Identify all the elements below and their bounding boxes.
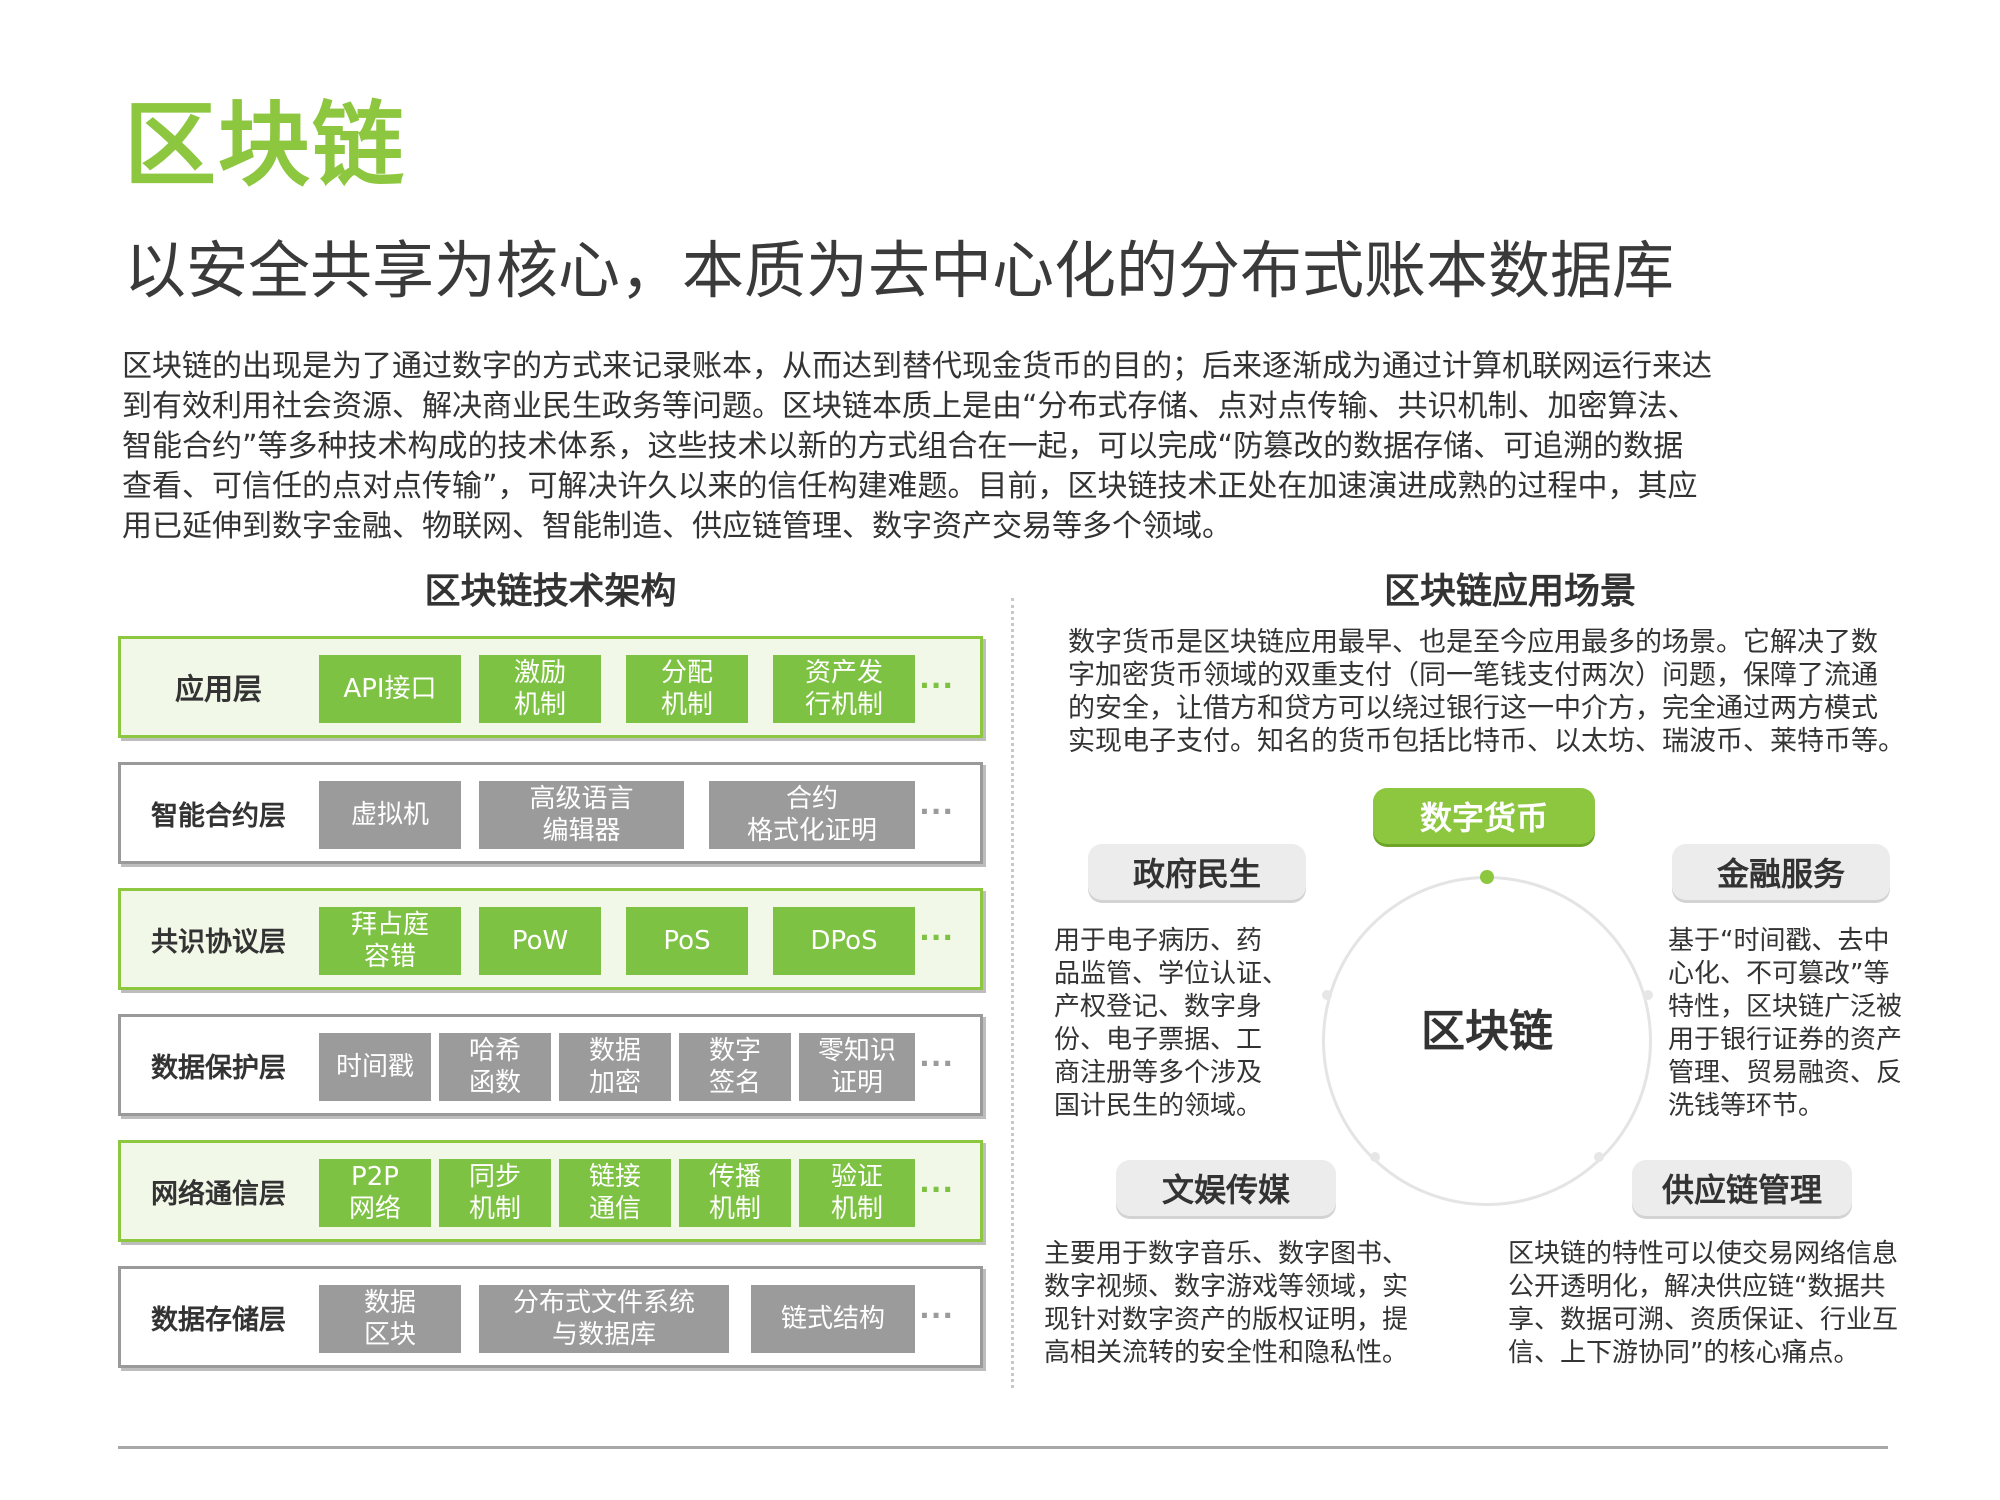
layer-name: 数据保护层 [151, 1052, 286, 1084]
column-divider [1011, 598, 1014, 1388]
desc-line: 高相关流转的安全性和隐私性。 [1044, 1338, 1409, 1368]
layer-item: 数据 加密 [559, 1033, 671, 1101]
layer-name: 数据存储层 [151, 1304, 286, 1336]
desc-line: 区块链的特性可以使交易网络信息 [1508, 1239, 1899, 1269]
center-label: 区块链 [1421, 1006, 1553, 1057]
desc-line: 用于电子病历、药 [1054, 926, 1263, 956]
layer-item: API接口 [319, 655, 461, 723]
intro-line: 查看、可信任的点对点传输”，可解决许久以来的信任构建难题。目前，区块链技术正处在… [122, 469, 1698, 504]
layer-item: 拜占庭 容错 [319, 907, 461, 975]
desc-line: 商注册等多个涉及 [1054, 1058, 1263, 1088]
scenarios-intro-line: 实现电子支付。知名的货币包括比特币、以太坊、瑞波币、莱特币等。 [1068, 726, 1905, 757]
ring-tick [1594, 1152, 1604, 1162]
layer-item: 验证 机制 [799, 1159, 915, 1227]
layer-item: 高级语言 编辑器 [479, 781, 684, 849]
more-ellipsis: ··· [919, 921, 954, 954]
layer-name: 应用层 [174, 672, 262, 706]
layer-item: 同步 机制 [439, 1159, 551, 1227]
desc-line: 享、数据可溯、资质保证、行业互 [1508, 1305, 1899, 1335]
layer-item: 零知识 证明 [799, 1033, 915, 1101]
layer-item: PoS [626, 907, 748, 975]
ring-tick [1370, 1152, 1380, 1162]
footer-rule [118, 1446, 1888, 1449]
intro-paragraph: 区块链的出现是为了通过数字的方式来记录账本，从而达到替代现金货币的目的；后来逐渐… [122, 347, 1902, 547]
architecture-title: 区块链技术架构 [424, 571, 677, 612]
layer-item: 传播 机制 [679, 1159, 791, 1227]
pill-media: 文娱传媒 [1116, 1160, 1336, 1216]
desc-line: 品监管、学位认证、 [1054, 959, 1289, 989]
desc-line: 信、上下游协同”的核心痛点。 [1508, 1338, 1860, 1368]
media-description: 主要用于数字音乐、数字图书、 数字视频、数字游戏等领域，实 现针对数字资产的版权… [1044, 1238, 1464, 1370]
layer-item: 链式结构 [751, 1285, 915, 1353]
layer-item: 激励 机制 [479, 655, 601, 723]
layer-consensus: 共识协议层 拜占庭 容错 PoW PoS DPoS ··· [118, 888, 983, 990]
layer-network: 网络通信层 P2P 网络 同步 机制 链接 通信 传播 机制 验证 机制 ··· [118, 1140, 983, 1242]
desc-line: 份、电子票据、工 [1054, 1025, 1263, 1055]
desc-line: 国计民生的领域。 [1054, 1091, 1263, 1121]
page-subtitle: 以安全共享为核心，本质为去中心化的分布式账本数据库 [124, 234, 1675, 307]
desc-line: 洗钱等环节。 [1668, 1091, 1825, 1121]
layer-item: 分配 机制 [626, 655, 748, 723]
ring-top-dot [1480, 870, 1494, 884]
layer-name: 共识协议层 [151, 926, 286, 958]
layer-item: 资产发 行机制 [773, 655, 915, 723]
layer-smart-contract: 智能合约层 虚拟机 高级语言 编辑器 合约 格式化证明 ··· [118, 762, 983, 864]
layer-data-protection: 数据保护层 时间戳 哈希 函数 数据 加密 数字 签名 零知识 证明 ··· [118, 1014, 983, 1116]
layer-item: 数字 签名 [679, 1033, 791, 1101]
finance-description: 基于“时间戳、去中 心化、不可篡改”等 特性，区块链广泛被 用于银行证券的资产 … [1668, 925, 1938, 1123]
scenarios-intro: 数字货币是区块链应用最早、也是至今应用最多的场景。它解决了数 字加密货币领域的双… [1068, 626, 1938, 758]
desc-line: 公开透明化，解决供应链“数据共 [1508, 1272, 1886, 1302]
scenarios-intro-line: 的安全，让借方和贷方可以绕过银行这一中介方，完全通过两方模式 [1068, 693, 1878, 724]
layer-application: 应用层 API接口 激励 机制 分配 机制 资产发 行机制 ··· [118, 636, 983, 738]
pill-supply-chain: 供应链管理 [1632, 1160, 1852, 1216]
layer-item: 虚拟机 [319, 781, 461, 849]
desc-line: 用于银行证券的资产 [1668, 1025, 1903, 1055]
layer-data-storage: 数据存储层 数据 区块 分布式文件系统 与数据库 链式结构 ··· [118, 1266, 983, 1368]
more-ellipsis: ··· [919, 1173, 954, 1206]
desc-line: 现针对数字资产的版权证明，提 [1044, 1305, 1409, 1335]
intro-line: 智能合约”等多种技术构成的技术体系，这些技术以新的方式组合在一起，可以完成“防篡… [122, 429, 1684, 464]
supply-chain-description: 区块链的特性可以使交易网络信息 公开透明化，解决供应链“数据共 享、数据可溯、资… [1508, 1238, 1938, 1370]
layer-item: 合约 格式化证明 [709, 781, 915, 849]
layer-item: 分布式文件系统 与数据库 [479, 1285, 729, 1353]
scenarios-intro-line: 数字货币是区块链应用最早、也是至今应用最多的场景。它解决了数 [1068, 627, 1878, 658]
scenarios-intro-line: 字加密货币领域的双重支付（同一笔钱支付两次）问题，保障了流通 [1068, 660, 1878, 691]
desc-line: 基于“时间戳、去中 [1668, 926, 1890, 956]
pill-digital-currency: 数字货币 [1373, 788, 1595, 844]
layer-item: 链接 通信 [559, 1159, 671, 1227]
intro-line: 区块链的出现是为了通过数字的方式来记录账本，从而达到替代现金货币的目的；后来逐渐… [122, 349, 1712, 384]
layer-item: 数据 区块 [319, 1285, 461, 1353]
more-ellipsis: ··· [919, 795, 954, 828]
ring-tick [1322, 990, 1332, 1000]
desc-line: 心化、不可篡改”等 [1668, 959, 1890, 989]
pill-finance: 金融服务 [1672, 844, 1890, 900]
desc-line: 管理、贸易融资、反 [1668, 1058, 1903, 1088]
layer-item: 时间戳 [319, 1033, 431, 1101]
layer-item: PoW [479, 907, 601, 975]
layer-item: DPoS [773, 907, 915, 975]
more-ellipsis: ··· [919, 669, 954, 702]
desc-line: 主要用于数字音乐、数字图书、 [1044, 1239, 1409, 1269]
desc-line: 特性，区块链广泛被 [1668, 992, 1903, 1022]
page-title: 区块链 [124, 92, 407, 199]
desc-line: 产权登记、数字身 [1054, 992, 1263, 1022]
layer-item: P2P 网络 [319, 1159, 431, 1227]
more-ellipsis: ··· [919, 1047, 954, 1080]
layer-name: 网络通信层 [151, 1178, 286, 1210]
layer-item: 哈希 函数 [439, 1033, 551, 1101]
layer-name: 智能合约层 [151, 800, 286, 832]
ring-tick [1643, 990, 1653, 1000]
intro-line: 到有效利用社会资源、解决商业民生政务等问题。区块链本质上是由“分布式存储、点对点… [122, 389, 1698, 424]
pill-government: 政府民生 [1088, 844, 1306, 900]
desc-line: 数字视频、数字游戏等领域，实 [1044, 1272, 1409, 1302]
scenarios-title: 区块链应用场景 [1383, 571, 1636, 612]
intro-line: 用已延伸到数字金融、物联网、智能制造、供应链管理、数字资产交易等多个领域。 [122, 509, 1232, 544]
more-ellipsis: ··· [919, 1299, 954, 1332]
government-description: 用于电子病历、药 品监管、学位认证、 产权登记、数字身 份、电子票据、工 商注册… [1054, 925, 1294, 1123]
